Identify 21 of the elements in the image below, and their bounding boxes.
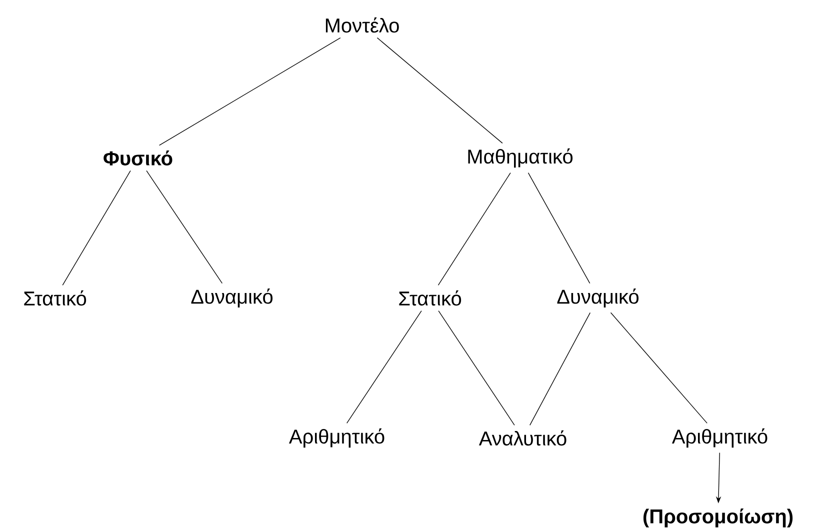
node-label: Φυσικό — [104, 150, 172, 166]
connector-line — [528, 172, 590, 284]
node-label: Δυναμικό — [557, 288, 639, 308]
connector-line — [530, 312, 590, 426]
node-label: (Προσομοίωση) — [643, 508, 793, 528]
connector-line — [438, 310, 515, 426]
connector-line — [146, 170, 223, 284]
connector-line — [62, 170, 131, 286]
node-label: Στατικό — [399, 290, 462, 306]
node-label: Αναλυτικό — [478, 430, 566, 446]
node-label: Δυναμικό — [191, 288, 273, 308]
connector-line — [438, 172, 511, 286]
connector-line — [610, 312, 708, 424]
node-label: Αριθμητικό — [672, 428, 768, 448]
connector-line — [346, 310, 422, 424]
node-label: Μαθηματικό — [468, 148, 573, 168]
node-label: Στατικό — [24, 290, 86, 306]
connector-line — [376, 37, 503, 144]
node-label: Μοντέλο — [326, 17, 399, 33]
node-label: Αριθμητικό — [288, 428, 384, 448]
connector-line — [158, 37, 341, 146]
